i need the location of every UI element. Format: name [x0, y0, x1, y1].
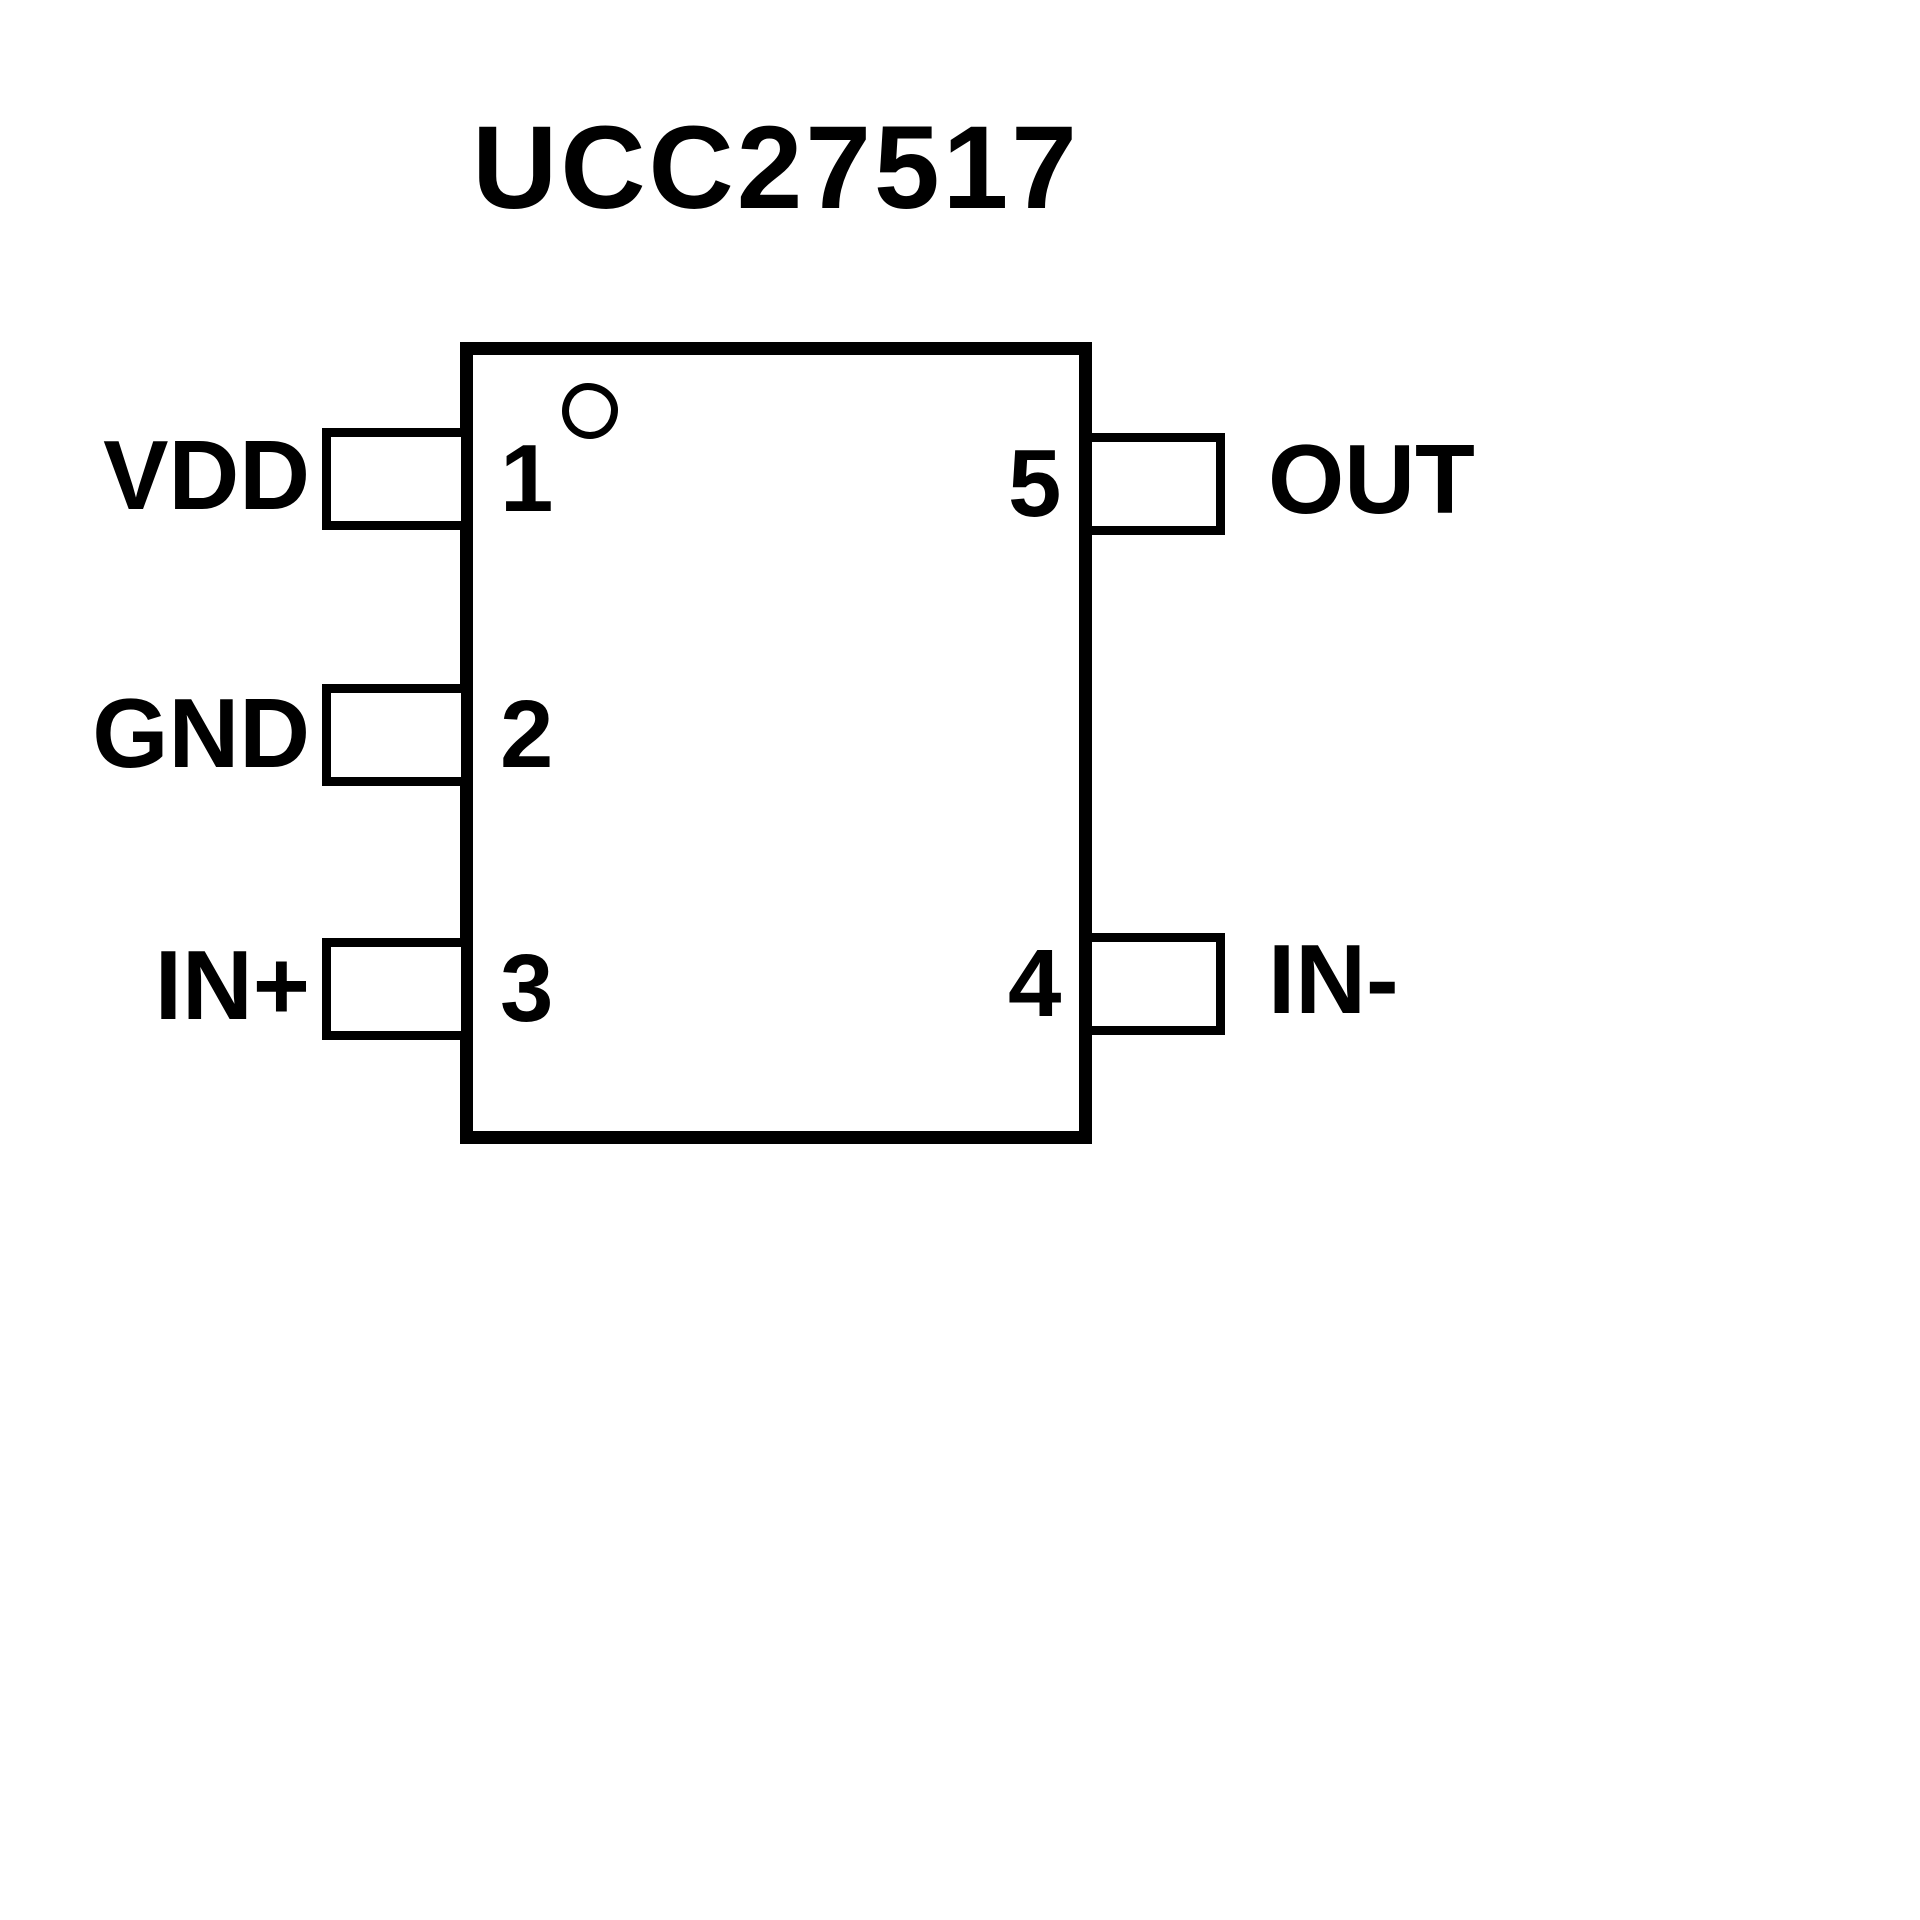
pin-number-3: 3	[500, 935, 554, 1042]
pin-number-5: 5	[1008, 430, 1062, 537]
pin-pad-5	[1083, 433, 1225, 535]
page-title: UCC27517	[472, 102, 1080, 234]
pin-number-4: 4	[1008, 930, 1062, 1037]
pin-number-1: 1	[500, 425, 554, 532]
pin-pad-4	[1083, 933, 1225, 1035]
pin-number-2: 2	[500, 681, 554, 788]
pin-label-in-minus: IN-	[1268, 924, 1399, 1034]
pin-label-in-plus: IN+	[154, 930, 310, 1040]
chip-body	[460, 342, 1092, 1144]
pin-label-gnd: GND	[92, 678, 310, 788]
pin-label-vdd: VDD	[103, 420, 310, 530]
pin-label-out: OUT	[1268, 424, 1475, 534]
pin-pad-3	[322, 938, 470, 1040]
pin-pad-1	[322, 428, 470, 530]
pin1-indicator-icon	[562, 383, 618, 439]
pin-pad-2	[322, 684, 470, 786]
